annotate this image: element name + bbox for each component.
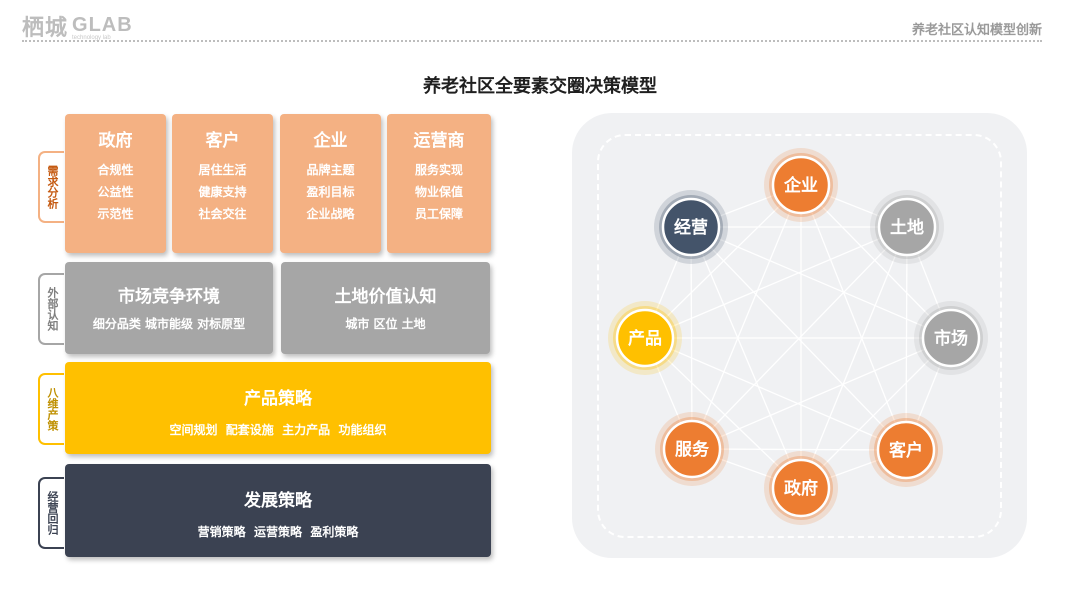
demand-items: 服务实现 物业保值 员工保障 [387,159,491,225]
network-node: 经营 [654,190,728,264]
demand-item: 合规性 [97,163,134,177]
tag-demand-analysis-label: 需求分析 [46,165,59,209]
demand-title: 政府 [98,131,133,151]
node-label: 市场 [934,328,968,349]
demand-box-customer: 客户 居住生活 健康支持 社会交往 [172,114,273,253]
tag-eight-dimension-label: 八维产策 [46,387,59,431]
section-title: 养老社区认知模型创新 [911,23,1042,38]
demand-item: 公益性 [97,185,134,199]
page-title: 养老社区全要素交圈决策模型 [423,76,657,97]
network-link [800,337,952,489]
demand-item: 品牌主题 [306,163,355,177]
network-link [644,337,802,489]
demand-item: 员工保障 [414,207,463,221]
network-link [644,337,907,451]
node-label: 产品 [628,328,662,349]
network-link [690,226,693,450]
external-title: 土地价值认知 [334,287,437,307]
tag-eight-dimension: 八维产策 [38,373,64,445]
demand-item: 物业保值 [414,185,463,199]
external-box-land: 土地价值认知 城市 区位 土地 [281,262,490,354]
network-link [691,337,952,450]
network-node: 服务 [655,412,729,486]
demand-item: 企业战略 [306,207,355,221]
demand-box-government: 政府 合规性 公益性 示范性 [65,114,166,253]
tag-external-cognition: 外部认知 [38,273,64,345]
network-link [690,226,802,489]
network-link [800,184,907,451]
network-link [800,184,952,339]
network-node: 土地 [870,190,944,264]
network-node: 政府 [764,451,838,525]
demand-item: 健康支持 [198,185,247,199]
external-title: 市场竞争环境 [118,287,220,307]
demand-title: 客户 [205,131,240,151]
network-links [644,184,952,489]
logo-chinese-text: 栖城 [22,15,69,41]
logo-english-block: GLAB technology lab [72,15,133,42]
node-circle [921,308,981,368]
demand-box-enterprise: 企业 品牌主题 盈利目标 企业战略 [280,114,381,253]
external-subtitle: 细分品类 城市能级 对标原型 [92,317,246,331]
node-circle [661,197,721,257]
tag-operation-return-label: 经营回归 [46,491,59,535]
node-label: 经营 [674,217,708,238]
node-circle [615,308,675,368]
demand-box-operator: 运营商 服务实现 物业保值 员工保障 [387,114,491,253]
logo-english-text: GLAB [72,14,133,36]
external-box-market: 市场竞争环境 细分品类 城市能级 对标原型 [65,262,273,354]
header-divider [22,40,1042,42]
development-strategy-box: 发展策略 营销策略 运营策略 盈利策略 [65,464,491,557]
product-strategy-subtitle: 空间规划 配套设施 主力产品 功能组织 [169,423,387,437]
demand-item: 居住生活 [198,163,247,177]
demand-items: 合规性 公益性 示范性 [65,159,166,225]
logo-subtext: technology lab [72,35,111,41]
network-node: 产品 [608,301,682,375]
product-strategy-box: 产品策略 空间规划 配套设施 主力产品 功能组织 [65,362,491,454]
demand-item: 盈利目标 [306,185,355,199]
product-strategy-title: 产品策略 [244,389,312,409]
network-link [644,226,908,339]
tag-demand-analysis: 需求分析 [38,151,64,223]
network-link [691,184,802,450]
development-strategy-title: 发展策略 [244,491,312,511]
demand-items: 品牌主题 盈利目标 企业战略 [280,159,381,225]
external-subtitle: 城市 区位 土地 [345,317,426,331]
node-label: 客户 [888,440,923,461]
node-label: 服务 [675,439,710,460]
demand-item: 社会交往 [198,207,247,221]
tag-operation-return: 经营回归 [38,477,64,549]
node-circle [771,155,831,215]
network-link [690,226,907,451]
brand-logo: 栖城 GLAB technology lab [22,10,133,42]
node-circle [877,197,937,257]
network-link [800,226,908,489]
network-link [690,226,952,339]
demand-title: 运营商 [413,131,465,151]
node-circle [771,458,831,518]
node-label: 土地 [890,217,924,238]
development-strategy-subtitle: 营销策略 运营策略 盈利策略 [197,525,359,539]
node-label: 政府 [784,478,818,499]
network-link [644,184,802,339]
node-label: 企业 [783,175,818,196]
demand-item: 服务实现 [414,163,463,177]
demand-title: 企业 [313,131,348,151]
node-circle [662,419,722,479]
tag-external-cognition-label: 外部认知 [46,287,59,331]
network-node: 客户 [869,413,943,487]
network-node: 企业 [764,148,838,222]
node-circle [876,420,936,480]
network-node: 市场 [914,301,988,375]
demand-items: 居住生活 健康支持 社会交往 [172,159,273,225]
demand-item: 示范性 [97,207,134,221]
network-panel-dashed-frame [597,134,1002,538]
network-link [691,448,907,451]
